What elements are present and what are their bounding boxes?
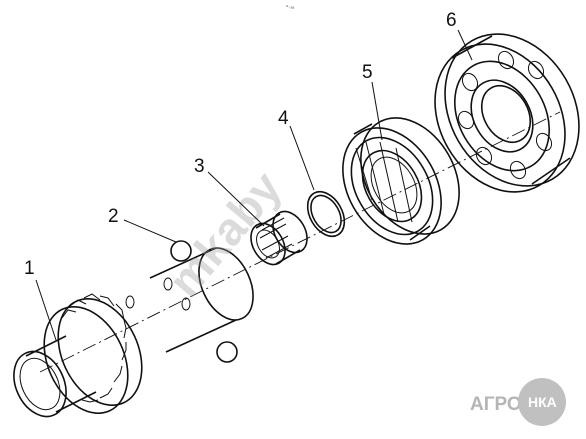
svg-text:6: 6: [446, 10, 457, 31]
callout-4: 4: [278, 108, 315, 191]
callout-5: 5: [362, 62, 383, 141]
part-5-roller-bearing: [342, 117, 460, 245]
callout-6: 6: [446, 10, 473, 61]
svg-text:НКА: НКА: [528, 394, 557, 410]
svg-text:2: 2: [108, 206, 119, 227]
top-mark: ᵃ₋ₐₐ: [286, 4, 294, 10]
watermark-text: mkaby: [158, 161, 292, 306]
part-6-ball-bearing: [434, 33, 580, 193]
svg-text:3: 3: [194, 156, 205, 177]
callout-3: 3: [194, 156, 265, 227]
callout-2: 2: [108, 206, 177, 243]
svg-text:5: 5: [362, 62, 373, 83]
svg-text:4: 4: [278, 108, 289, 129]
part-3-needle-bearing: [250, 210, 308, 266]
part-4-retaining-ring: [306, 190, 346, 238]
agronka-logo: АГРО НКА: [470, 378, 566, 426]
svg-text:АГРО: АГРО: [470, 394, 522, 415]
logo-circle: [518, 378, 566, 426]
svg-text:1: 1: [24, 258, 35, 279]
callout-1: 1: [24, 258, 57, 341]
center-axis-line: [39, 111, 561, 373]
part-2-balls: [170, 240, 238, 363]
part-1-gear-shaft: [13, 247, 254, 418]
